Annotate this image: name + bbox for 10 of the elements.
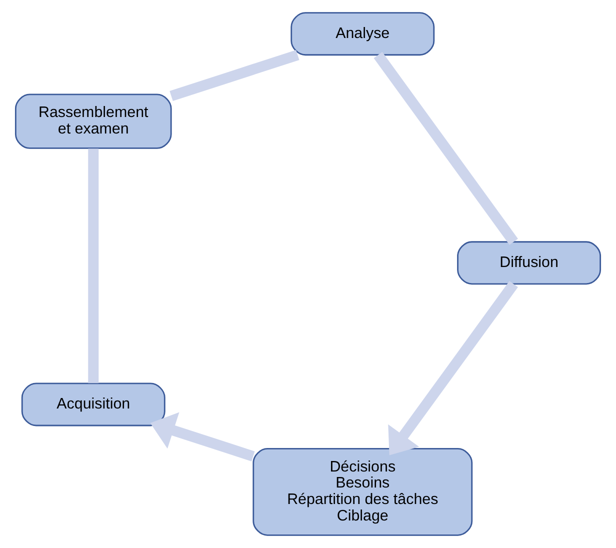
connector (170, 50, 300, 102)
node-box: Rassemblement et examen (14, 94, 172, 149)
node-box: Décisions Besoins Répartition des tâches Ciblage (252, 448, 473, 536)
connector (374, 52, 518, 245)
arrow (150, 412, 255, 462)
arrow (388, 280, 518, 456)
node-box: Diffusion (457, 241, 602, 285)
connector (88, 148, 99, 384)
node-box: Acquisition (21, 382, 166, 426)
node-box: Analyse (290, 12, 435, 56)
